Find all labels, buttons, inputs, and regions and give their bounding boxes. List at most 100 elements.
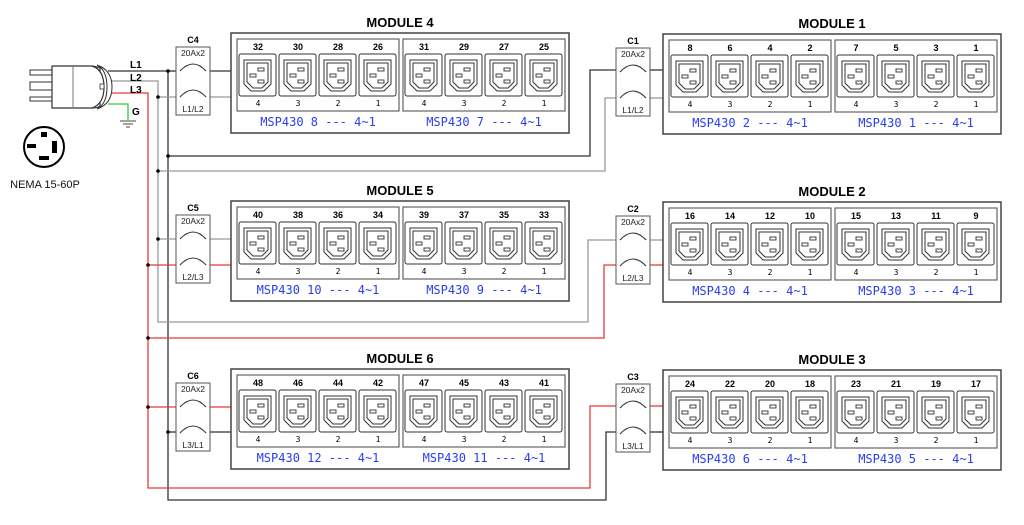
port-number: 39 [419,210,429,220]
port-number: 6 [727,43,732,53]
outlet-index: 3 [296,267,301,276]
port-number: 38 [293,210,303,220]
outlet-pin-neutral [729,80,737,85]
outlet-pin-earth [887,242,895,247]
outlet-icon [238,389,277,433]
outlet-pin-live [423,235,431,240]
breaker-body [175,382,211,452]
outlet-pin-earth [369,409,377,414]
outlet-pin-live [543,403,551,408]
outlet-pin-neutral [337,79,345,84]
outlet-index: 4 [256,435,261,444]
outlet-index: 4 [256,99,261,108]
breaker-body [615,215,651,285]
outlet-pin-neutral [297,247,305,252]
outlet-index: 1 [808,100,813,109]
outlet-pin-live [855,404,863,409]
outlet-pin-live [975,236,983,241]
msp-label: MSP430 2 --- 4~1 [692,116,808,130]
nema-pin-top [41,132,47,137]
port-number: 43 [499,378,509,388]
outlet-icon [444,389,483,433]
outlet-icon [524,53,563,97]
port-number: 23 [851,379,861,389]
outlet-pin-live [257,403,265,408]
outlet-pin-earth [249,409,257,414]
outlet-pin-live [463,67,471,72]
breaker-pole-1 [179,399,207,408]
outlet-pin-live [503,67,511,72]
breaker-pole-1 [619,232,647,241]
junction-l1-c4 [166,69,170,73]
outlet-pin-neutral [855,80,863,85]
outlet-pin-earth [329,409,337,414]
outlet-pin-live [543,67,551,72]
outlet-icon [524,221,563,265]
outlet-icon [956,390,995,434]
outlet-pin-neutral [297,79,305,84]
outlet-pin-live [257,67,265,72]
outlet-pin-neutral [463,415,471,420]
wire-c1-in-l2 [158,97,620,172]
outlet-pin-live [337,235,345,240]
outlet-pin-live [689,236,697,241]
outlet-index: 1 [808,268,813,277]
outlet-pin-neutral [423,415,431,420]
outlet-index: 2 [768,436,773,445]
junction-l2-c4 [156,95,160,99]
wire-ground [108,103,129,120]
module-title: MODULE 6 [366,351,433,366]
msp-label: MSP430 6 --- 4~1 [692,452,808,466]
outlet-pin-earth [415,73,423,78]
breaker-body [615,47,651,117]
outlet-pin-earth [455,241,463,246]
outlet-pin-neutral [423,79,431,84]
outlet-icon [278,221,317,265]
msp-label: MSP430 3 --- 4~1 [858,284,974,298]
outlet-pin-live [975,68,983,73]
outlet-index: 1 [376,267,381,276]
msp-label: MSP430 7 --- 4~1 [426,115,542,129]
outlet-pin-neutral [975,248,983,253]
outlet-pin-neutral [337,415,345,420]
outlet-pin-neutral [543,247,551,252]
outlet-pin-earth [927,242,935,247]
port-number: 21 [891,379,901,389]
outlet-icon [790,390,829,434]
port-number: 2 [807,43,812,53]
outlet-pin-live [463,235,471,240]
outlet-icon [836,390,875,434]
outlet-icon [484,53,523,97]
outlet-icon [444,221,483,265]
outlet-icon [358,389,397,433]
outlet-pin-earth [415,409,423,414]
outlet-pin-earth [535,241,543,246]
outlet-icon [238,221,277,265]
outlet-pin-neutral [935,416,943,421]
outlet-pin-neutral [257,79,265,84]
outlet-pin-neutral [895,248,903,253]
outlet-pin-earth [289,73,297,78]
outlet-pin-live [809,236,817,241]
outlet-icon [750,222,789,266]
outlet-index: 1 [974,268,979,277]
outlet-index: 3 [894,268,899,277]
nema-label: NEMA 15-60P [10,179,80,191]
port-number: 47 [419,378,429,388]
outlet-icon [710,54,749,98]
outlet-pin-live [895,68,903,73]
outlet-pin-live [257,235,265,240]
outlet-pin-earth [369,73,377,78]
outlet-pin-earth [967,410,975,415]
outlet-index: 2 [336,267,341,276]
outlet-icon [916,390,955,434]
outlet-pin-live [935,68,943,73]
